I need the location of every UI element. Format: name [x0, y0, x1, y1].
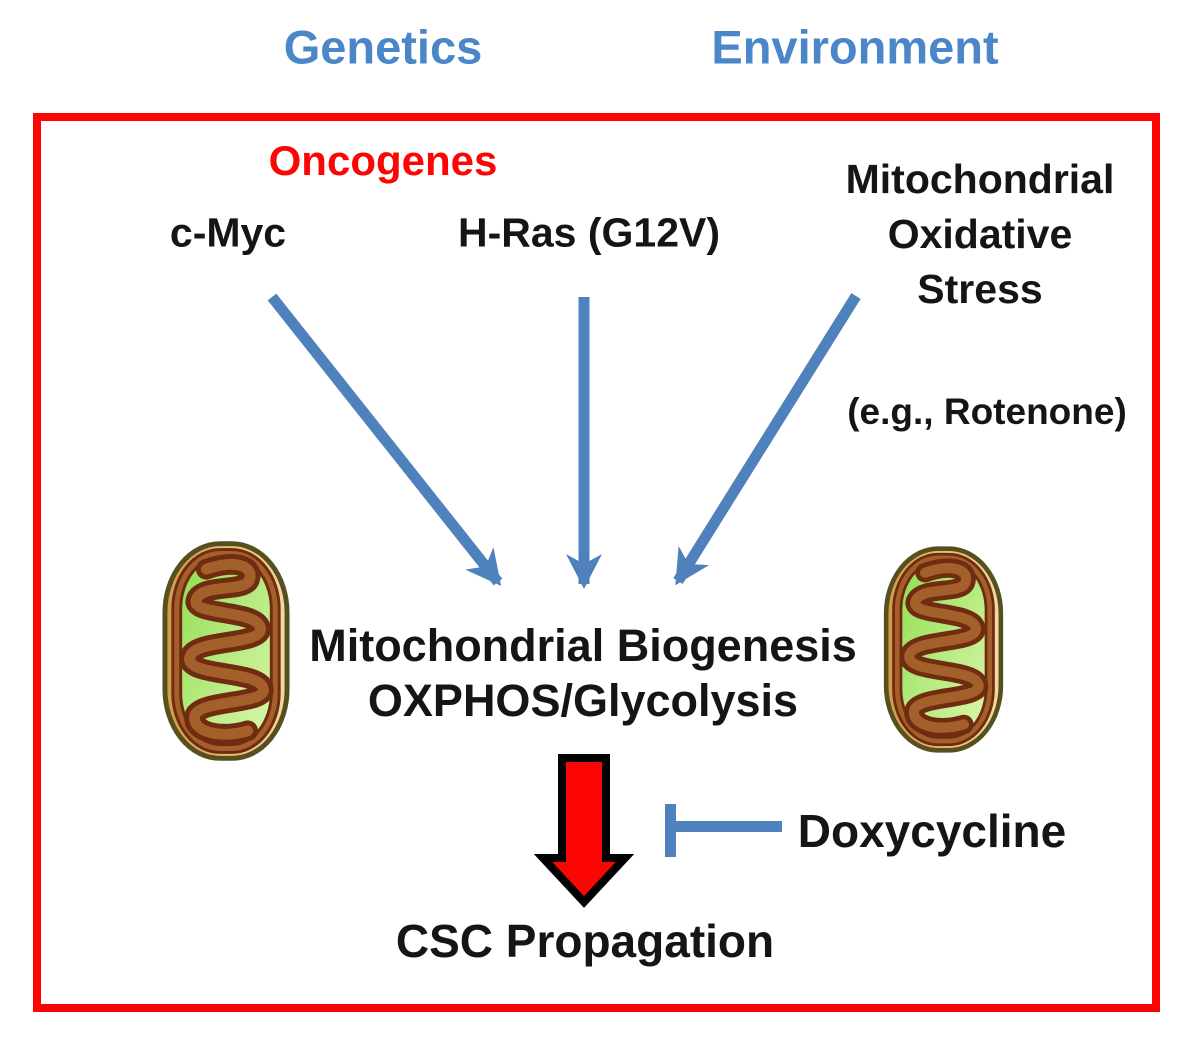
environment-header: Environment — [711, 20, 999, 74]
genetics-header: Genetics — [283, 20, 483, 74]
stress-line-3: Stress — [917, 266, 1043, 312]
pathway-box-border — [33, 113, 1160, 1012]
biogenesis-line-1: Mitochondrial Biogenesis — [309, 620, 857, 671]
biogenesis-label: Mitochondrial Biogenesis OXPHOS/Glycolys… — [309, 618, 857, 728]
stress-line-1: Mitochondrial — [845, 156, 1115, 202]
stress-line-2: Oxidative — [887, 211, 1073, 257]
biogenesis-line-2: OXPHOS/Glycolysis — [367, 675, 799, 726]
csc-propagation-label: CSC Propagation — [395, 915, 775, 967]
oncogenes-label: Oncogenes — [268, 137, 498, 184]
hras-label: H-Ras (G12V) — [457, 209, 721, 256]
cmyc-label: c-Myc — [169, 209, 287, 256]
rotenone-label: (e.g., Rotenone) — [847, 391, 1127, 432]
mitochondrial-oxidative-stress-label: Mitochondrial Oxidative Stress — [846, 152, 1115, 317]
doxycycline-label: Doxycycline — [797, 805, 1067, 857]
